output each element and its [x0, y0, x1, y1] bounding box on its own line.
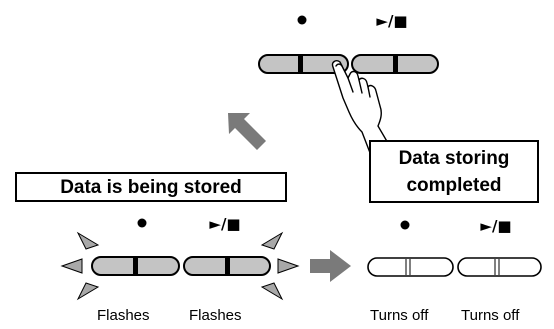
pressing-finger-icon — [331, 60, 393, 159]
caption-play-completed: Turns off — [461, 307, 520, 324]
caption-play-storing: Flashes — [189, 307, 242, 324]
caption-record-completed: Turns off — [370, 307, 429, 324]
record-button-completed[interactable] — [367, 257, 454, 277]
flash-rays-right-icon — [260, 231, 300, 301]
play-stop-label-storing: ►/■ — [209, 215, 240, 233]
record-dot-icon — [297, 15, 307, 25]
status-completed-line2: completed — [406, 174, 502, 196]
play-stop-button-top[interactable] — [351, 54, 439, 74]
status-box-completed: Data storing completed — [369, 140, 539, 203]
caption-record-storing: Flashes — [97, 307, 150, 324]
record-button-top[interactable] — [258, 54, 349, 74]
flash-rays-left-icon — [60, 231, 100, 301]
record-dot-icon — [137, 218, 147, 228]
record-button-storing[interactable] — [91, 256, 180, 276]
status-storing-title: Data is being stored — [60, 176, 242, 198]
diagonal-arrow-icon — [228, 113, 266, 150]
status-completed-line1: Data storing — [398, 147, 510, 169]
play-stop-label-completed: ►/■ — [480, 217, 511, 235]
play-stop-label-top: ►/■ — [376, 12, 407, 30]
right-arrow-icon — [310, 250, 351, 282]
record-dot-icon — [400, 220, 410, 230]
play-stop-button-completed[interactable] — [457, 257, 542, 277]
play-stop-button-storing[interactable] — [183, 256, 271, 276]
status-box-storing: Data is being stored — [15, 172, 287, 202]
